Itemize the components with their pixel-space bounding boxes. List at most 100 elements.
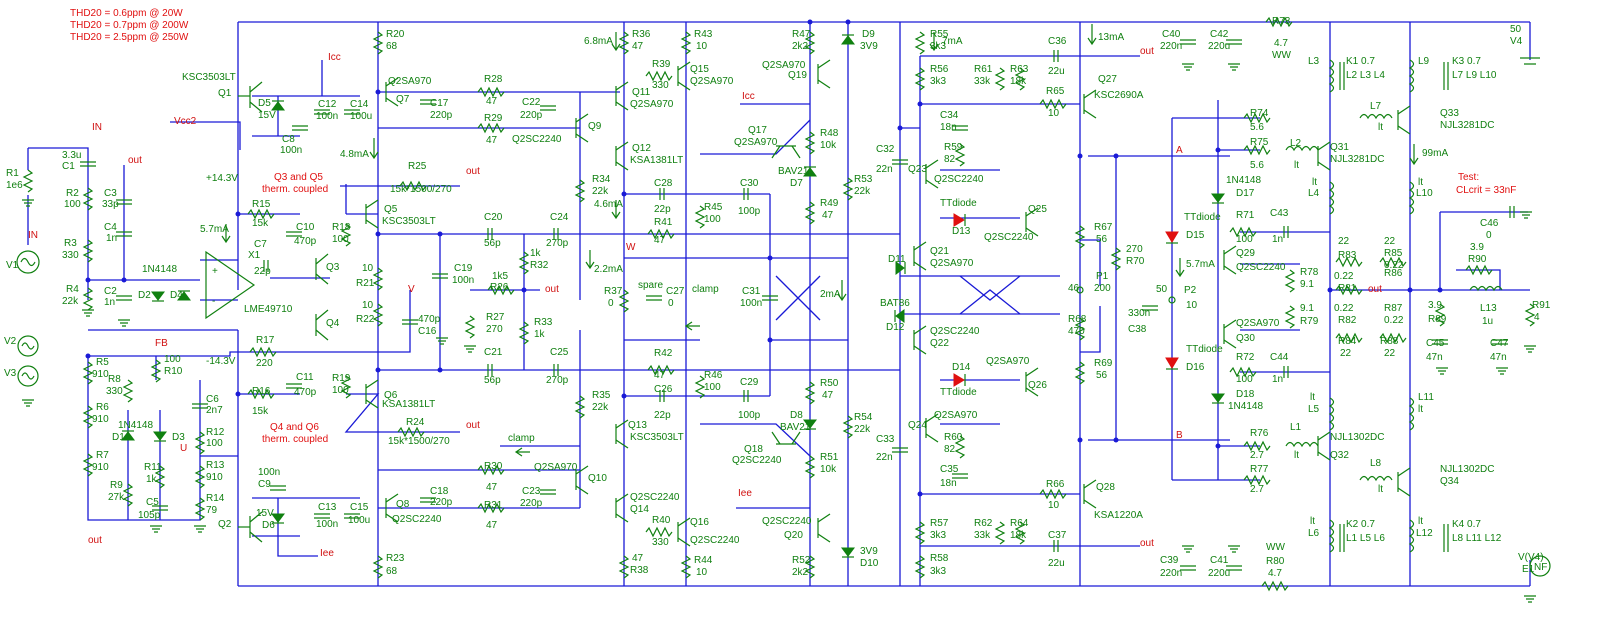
component-label: 22p — [254, 266, 271, 277]
capacitor-c8 — [292, 125, 308, 131]
component-label: lt — [1378, 122, 1383, 133]
component-label: 910 — [92, 462, 109, 473]
component-label: 910 — [92, 369, 109, 380]
transistor-q20 — [817, 513, 831, 543]
component-label: R63 — [1010, 64, 1029, 75]
component-label: D4 — [170, 290, 183, 301]
component-label: K1 0.7 — [1346, 56, 1375, 67]
component-label: lt — [1310, 392, 1315, 403]
component-label: Q1 — [218, 88, 232, 99]
component-label: 270 — [1126, 244, 1143, 255]
component-label: Q23 — [908, 164, 927, 175]
transistor-q30 — [1223, 319, 1237, 349]
net-labels: ININoutVcc2IccoutVFBUoutIeeoutoutWIccIee… — [28, 46, 1382, 559]
inductor-l10 — [1408, 181, 1415, 215]
resistor-r44 — [680, 555, 692, 579]
component-label: WW — [1266, 542, 1285, 553]
resistor-r27 — [464, 315, 476, 339]
component-label: Q33 — [1440, 108, 1459, 119]
component-label: R64 — [1010, 518, 1029, 529]
component-label: V2 — [4, 336, 17, 347]
inductor-l7 — [1359, 113, 1393, 120]
component-label: R5 — [96, 357, 109, 368]
resistor-r63 — [1014, 67, 1026, 91]
capacitor-c33 — [892, 447, 908, 453]
inductor-l11 — [1408, 397, 1415, 431]
component-label: 47 — [486, 482, 498, 493]
resistor-r8 — [122, 379, 134, 403]
diode-d3 — [153, 431, 167, 441]
component-label: 2k2 — [792, 41, 809, 52]
component-label: R39 — [652, 59, 671, 70]
component-label: 22u — [1048, 558, 1065, 569]
component-label: C40 — [1162, 29, 1181, 40]
component-label: R72 — [1236, 352, 1255, 363]
component-label: 0.22 — [1384, 315, 1404, 326]
component-label: C29 — [740, 377, 759, 388]
current-label-i9: 7mA — [942, 36, 963, 47]
component-label: 100 — [164, 354, 181, 365]
resistor-r74 — [1243, 112, 1271, 124]
svg-text:Q4 and Q6: Q4 and Q6 — [270, 422, 319, 433]
component-label: 470p — [418, 314, 441, 325]
component-label: R20 — [386, 29, 405, 40]
coupling-k2 — [1339, 524, 1345, 552]
component-label: R29 — [484, 113, 503, 124]
component-label: C16 — [418, 326, 437, 337]
zener-d5 — [271, 101, 285, 111]
resistor-r61 — [994, 67, 1006, 91]
component-label: D12 — [886, 322, 905, 333]
resistor-r6 — [82, 405, 94, 429]
transistor-q6 — [365, 379, 379, 409]
component-label: Q2SC2240 — [732, 455, 782, 466]
transistor-q9 — [575, 113, 589, 143]
component-label: 56 — [1096, 234, 1108, 245]
inductor-l4 — [1328, 181, 1335, 215]
diode-d7 — [803, 167, 817, 177]
component-label: R6 — [96, 402, 109, 413]
component-label: 1n — [106, 233, 117, 244]
component-label: 1n — [1272, 374, 1283, 385]
resistor-r11 — [154, 465, 166, 489]
component-label: R15 — [252, 199, 271, 210]
resistor-r77 — [1243, 474, 1271, 486]
component-label: 10 — [362, 300, 374, 311]
resistor-r48 — [804, 131, 816, 155]
component-label: 1k — [530, 248, 542, 259]
component-label: 100 — [704, 382, 721, 393]
capacitor-c18 — [420, 497, 436, 503]
resistor-r28 — [477, 86, 505, 98]
component-label: C38 — [1128, 324, 1147, 335]
component-label: R76 — [1250, 428, 1269, 439]
component-label: 18k — [1010, 530, 1027, 541]
component-label: Q19 — [788, 70, 807, 81]
component-label: C13 — [318, 502, 337, 513]
component-label: R59 — [944, 142, 963, 153]
component-label: R2 — [66, 188, 79, 199]
component-label: L11 — [1418, 392, 1434, 403]
component-label: 220u — [1208, 41, 1230, 52]
component-label: lt — [1294, 450, 1299, 461]
component-label: L1 — [1290, 422, 1302, 433]
component-label: lt — [1418, 404, 1423, 415]
resistor-r85 — [1379, 256, 1407, 268]
component-label: 100n — [452, 275, 474, 286]
component-label: 22u — [1048, 66, 1065, 77]
current-labels: 4.8mA5.7mA+14.3V-14.3V6.8mA4.6mA2.2mA2mA… — [200, 32, 1448, 367]
diode-d4 — [177, 291, 191, 301]
resistor-r55 — [914, 31, 926, 55]
transistor-q31 — [1317, 141, 1331, 171]
component-label: C1 — [62, 161, 75, 172]
component-label: 47 — [654, 235, 666, 246]
thd-notes: THD20 = 0.6ppm @ 20W THD20 = 0.7ppm @ 20… — [70, 8, 189, 43]
component-label: KSC3503LT — [630, 432, 684, 443]
resistor-r60 — [954, 435, 966, 459]
component-label: 3.9 — [1470, 242, 1484, 253]
resistor-r83 — [1335, 256, 1363, 268]
capacitor-c17 — [420, 99, 436, 105]
resistor-r2 — [82, 187, 94, 211]
current-label-i7: 2.2mA — [594, 264, 623, 275]
resistor-r30 — [477, 464, 505, 476]
component-label: Q2SC2240 — [630, 492, 680, 503]
resistor-r62 — [994, 521, 1006, 545]
